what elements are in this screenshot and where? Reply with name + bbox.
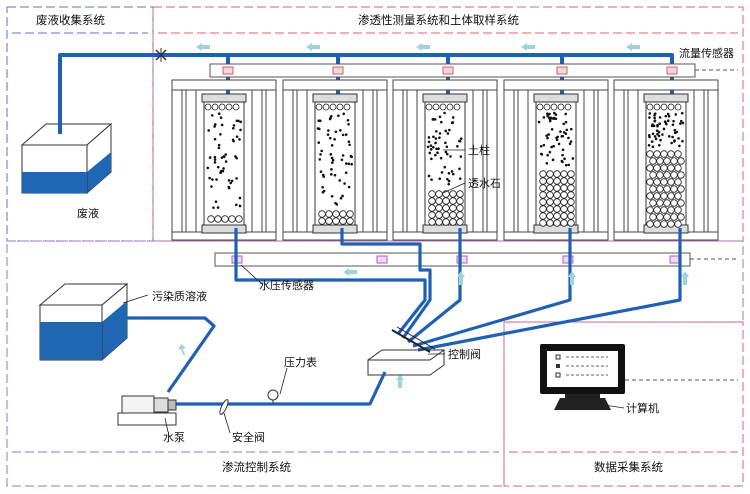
flow-sensor-label: 流量传感器 <box>679 47 734 60</box>
permeability-system-box <box>152 6 744 242</box>
pressure-gauge-icon <box>267 389 279 404</box>
waste-collection-system-title: 废液收集系统 <box>36 13 105 27</box>
flow-arrow-icons-bottom <box>178 268 689 388</box>
safety-valve-label: 安全阀 <box>232 431 265 444</box>
soil-column-unit <box>392 79 498 241</box>
computer-label: 计算机 <box>626 402 659 415</box>
soil-column-unit <box>503 79 609 241</box>
water-pressure-sensor-label: 水压传感器 <box>259 279 314 292</box>
control-valve-label: 控制阀 <box>448 348 481 361</box>
soil-columns <box>171 79 719 241</box>
flow-sensor-icons <box>222 66 678 75</box>
permeable-stone-label: 透水石 <box>468 177 501 190</box>
data-acquisition-system-box <box>503 321 744 487</box>
water-pump-label: 水泵 <box>163 431 185 444</box>
safety-valve-icon <box>219 399 229 415</box>
permeability-system-title: 渗透性测量系统和土体取样系统 <box>358 13 519 27</box>
pollutant-solution-label: 污染质溶液 <box>152 290 207 303</box>
pollutant-tank <box>38 282 129 362</box>
computer-icon <box>540 344 625 410</box>
pump-pipe <box>127 316 387 406</box>
waste-liquid-label: 废液 <box>77 207 99 220</box>
water-pump-icon <box>117 395 177 426</box>
soil-column-unit <box>613 79 719 241</box>
waste-collection-system-box <box>6 6 154 242</box>
waste-valve-icon <box>155 48 167 62</box>
leader-lines <box>122 149 625 434</box>
soil-column-unit <box>282 79 388 241</box>
pressure-gauge-label: 压力表 <box>284 356 317 369</box>
waste-tank <box>20 122 113 195</box>
control-valve-manifold <box>367 326 445 376</box>
inlet-pipes <box>234 228 682 352</box>
water-pressure-sensor-rail <box>214 252 691 267</box>
soil-column-label: 土柱 <box>468 144 490 157</box>
seepage-control-system-title: 渗流控制系统 <box>222 460 291 474</box>
flow-arrow-icons-top <box>196 43 640 51</box>
data-acquisition-system-title: 数据采集系统 <box>594 460 663 474</box>
soil-column-unit <box>171 79 277 241</box>
